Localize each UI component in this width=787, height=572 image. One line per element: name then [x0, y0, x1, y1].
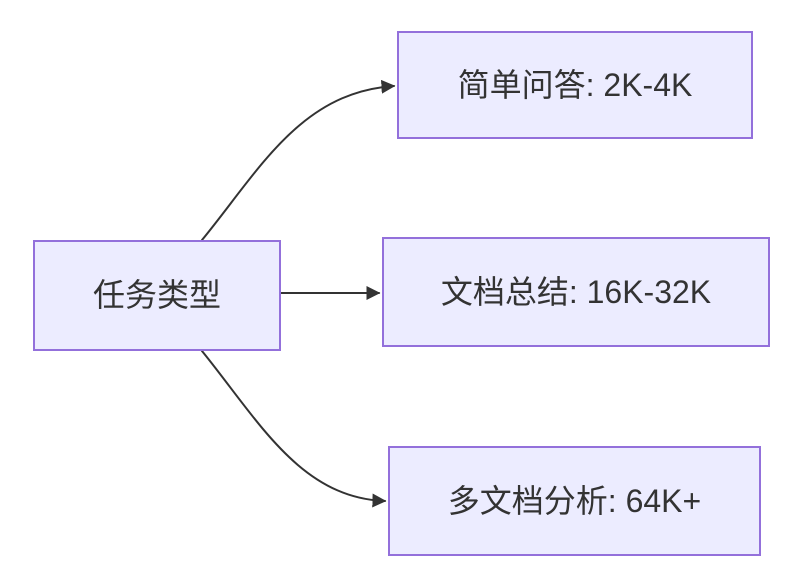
edge-root-to-simple-qa: [201, 79, 396, 241]
edge-root-to-multidoc-analysis: [201, 350, 387, 508]
node-simple-qa: 简单问答: 2K-4K: [397, 31, 753, 139]
node-doc-summary: 文档总结: 16K-32K: [382, 237, 770, 347]
node-multidoc-analysis: 多文档分析: 64K+: [388, 446, 761, 556]
node-task-type: 任务类型: [33, 240, 281, 351]
